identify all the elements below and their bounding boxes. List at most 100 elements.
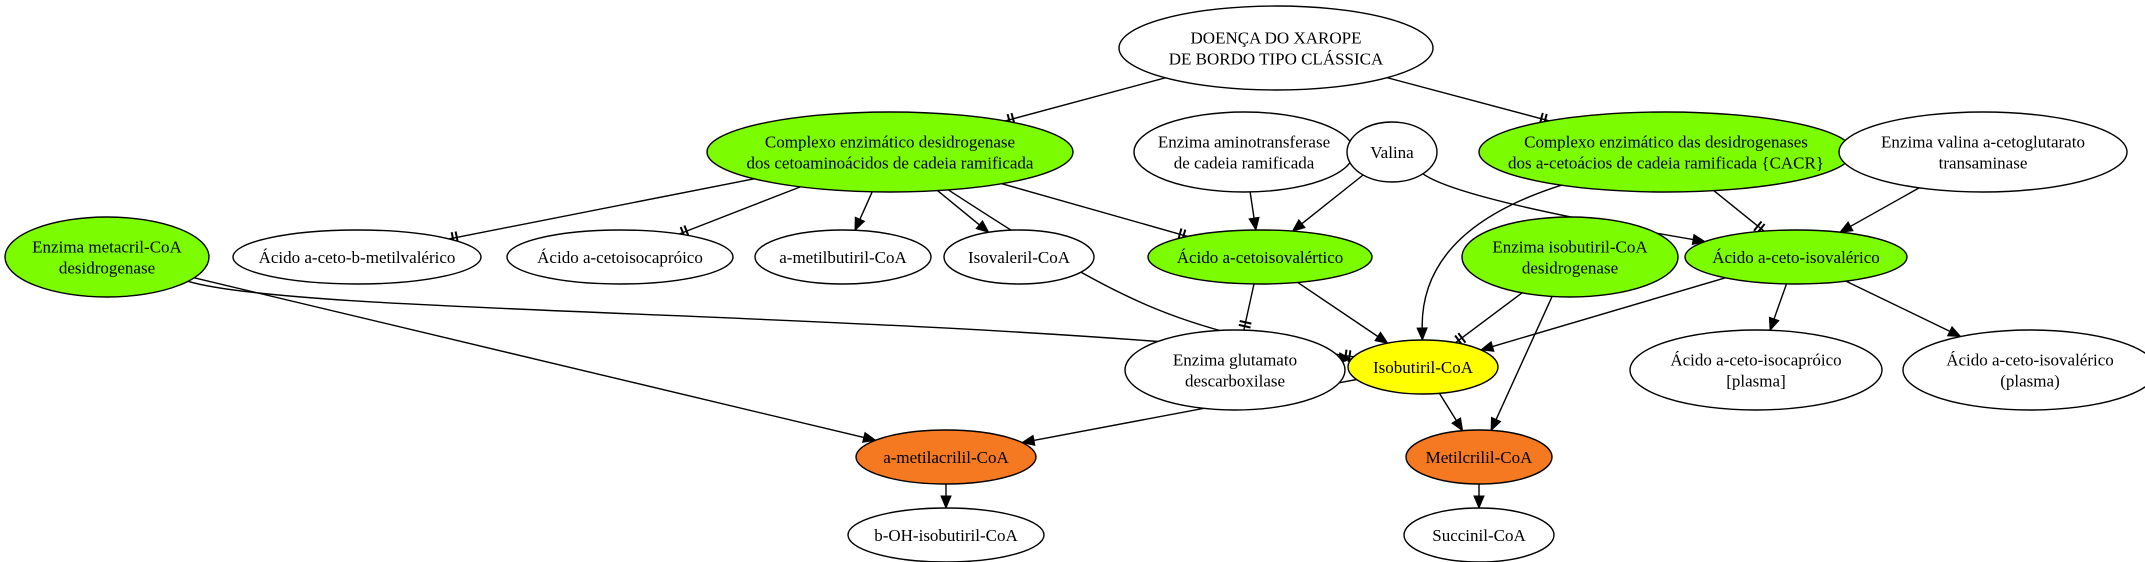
node-label: transaminase bbox=[1939, 154, 2028, 173]
edge-line bbox=[937, 190, 981, 226]
node-label: Complexo enzimático desidrogenase bbox=[765, 133, 1015, 152]
node-succinil: Succinil-CoA bbox=[1403, 507, 1555, 562]
node-label: Ácido a-ceto-isovalérico bbox=[1946, 351, 2114, 370]
edge-complexo_ceto-to-cetoisocaproico bbox=[678, 186, 801, 239]
edge-complexo_ceto-to-isovaleril bbox=[937, 190, 990, 234]
node-label: de cadeia ramificada bbox=[1174, 154, 1315, 173]
edge-line bbox=[194, 277, 865, 439]
node-label: Enzima aminotransferase bbox=[1158, 133, 1330, 152]
node-metilacrilil: a-metilacrilil-CoA bbox=[855, 429, 1037, 485]
node-label: Ácido a-ceto-isovalérico bbox=[1712, 248, 1880, 267]
tee-mark bbox=[1753, 220, 1763, 232]
edge-line bbox=[1455, 292, 1523, 344]
node-b_oh: b-OH-isobutiril-CoA bbox=[847, 507, 1045, 562]
arrowhead bbox=[862, 431, 877, 443]
edge-line bbox=[1438, 392, 1458, 422]
arrowhead bbox=[1374, 331, 1389, 344]
node-isovalerico_plasma: Ácido a-ceto-isovalérico (plasma) bbox=[1902, 329, 2145, 411]
edge-line bbox=[1491, 277, 1726, 348]
arrowhead bbox=[1291, 218, 1306, 233]
node-ceto_b_metilvalerico: Ácido a-ceto-b-metilvalérico bbox=[232, 229, 482, 285]
edge-line bbox=[1849, 187, 1920, 228]
node-glutamato: Enzima glutamato descarboxilase bbox=[1124, 329, 1346, 411]
node-label: dos cetoaminoácidos de cadeia ramificada bbox=[747, 154, 1034, 173]
edge-cetoisovalertico-to-glutamato bbox=[1238, 283, 1255, 331]
tee-mark bbox=[1457, 332, 1467, 344]
node-label: desidrogenase bbox=[59, 259, 155, 278]
edge-line bbox=[448, 178, 755, 240]
node-ellipse bbox=[1403, 507, 1555, 562]
node-label: Enzima metacril-CoA bbox=[32, 238, 182, 257]
edge-valina_transaminase-to-ceto_isovalerico bbox=[1838, 187, 1920, 233]
node-isobutiril: Isobutiril-CoA bbox=[1347, 339, 1499, 395]
node-isocaproico_plasma: Ácido a-ceto-isocapróico [plasma] bbox=[1629, 329, 1883, 411]
node-metilbutiril: a-metilbutiril-CoA bbox=[754, 229, 932, 285]
node-label: DOENÇA DO XAROPE bbox=[1191, 29, 1362, 48]
node-ellipse bbox=[4, 216, 210, 298]
node-label: Ácido a-ceto-isocapróico bbox=[1670, 351, 1841, 370]
node-isobutiril_desid: Enzima isobutiril-CoA desidrogenase bbox=[1461, 216, 1679, 298]
edge-doenca-to-cacr bbox=[1387, 77, 1550, 126]
edge-line bbox=[1005, 77, 1166, 122]
edge-complexo_ceto-to-metilbutiril bbox=[854, 191, 873, 232]
node-label: Succinil-CoA bbox=[1432, 526, 1526, 545]
nodes-layer: DOENÇA DO XAROPE DE BORDO TIPO CLÁSSICA Co… bbox=[4, 5, 2145, 562]
node-ellipse bbox=[1124, 329, 1346, 411]
node-ellipse bbox=[1118, 5, 1434, 91]
node-cetoisocaproico: Ácido a-cetoisocapróico bbox=[506, 229, 734, 285]
node-label: descarboxilase bbox=[1185, 372, 1285, 391]
edge-isobutiril-to-metilcrilil bbox=[1438, 392, 1464, 432]
edge-aminotransferase-to-cetoisovalertico bbox=[1248, 191, 1260, 232]
node-ellipse bbox=[855, 429, 1037, 485]
node-label: [plasma] bbox=[1726, 372, 1785, 391]
arrowhead bbox=[854, 216, 866, 232]
node-ellipse bbox=[1405, 429, 1553, 485]
node-ellipse bbox=[1347, 339, 1499, 395]
node-ellipse bbox=[232, 229, 482, 285]
edge-line bbox=[187, 280, 1341, 359]
node-label: Enzima isobutiril-CoA bbox=[1492, 238, 1648, 257]
edge-ceto_isovalerico-to-isovalerico_plasma bbox=[1845, 280, 1962, 338]
node-label: Enzima valina a-cetoglutarato bbox=[1881, 133, 2085, 152]
arrowhead bbox=[1838, 221, 1854, 233]
node-label: Complexo enzimático das desidrogenases bbox=[1524, 133, 1808, 152]
node-ellipse bbox=[706, 111, 1074, 193]
edge-ceto_isovalerico-to-isobutiril bbox=[1479, 277, 1726, 352]
node-valina: Valina bbox=[1346, 121, 1438, 183]
node-ellipse bbox=[1147, 229, 1373, 285]
edge-doenca-to-complexo_ceto bbox=[1005, 77, 1166, 126]
node-label: Ácido a-cetoisocapróico bbox=[537, 248, 703, 267]
arrowhead bbox=[1020, 434, 1036, 446]
node-metacril: Enzima metacril-CoA desidrogenase bbox=[4, 216, 210, 298]
node-label: Valina bbox=[1370, 143, 1414, 162]
edge-cacr-to-isobutiril bbox=[1416, 184, 1562, 342]
node-label: b-OH-isobutiril-CoA bbox=[874, 526, 1018, 545]
node-label: a-metilbutiril-CoA bbox=[779, 248, 907, 267]
tee-mark bbox=[1238, 323, 1251, 329]
node-cacr: Complexo enzimático das desidrogenasesdo… bbox=[1478, 111, 1854, 193]
node-complexo_ceto: Complexo enzimático desidrogenase dos cet… bbox=[706, 111, 1074, 193]
edge-line bbox=[1773, 283, 1788, 321]
edge-isobutiril_desid-to-metilcrilil bbox=[1490, 296, 1553, 432]
node-metilcrilil: Metilcrilil-CoA bbox=[1405, 429, 1553, 485]
tee-mark bbox=[1239, 320, 1252, 325]
node-ellipse bbox=[754, 229, 932, 285]
edge-line bbox=[678, 186, 801, 235]
edge-line bbox=[858, 191, 873, 221]
edge-isobutiril_desid-to-isobutiril bbox=[1454, 292, 1523, 346]
edge-ceto_isovalerico-to-isocaproico_plasma bbox=[1768, 283, 1788, 332]
node-ellipse bbox=[1838, 111, 2128, 193]
node-label: (plasma) bbox=[2000, 372, 2059, 391]
arrowhead bbox=[1473, 495, 1485, 510]
edge-line bbox=[1845, 280, 1952, 333]
node-ellipse bbox=[1478, 111, 1854, 193]
node-label: desidrogenase bbox=[1522, 259, 1618, 278]
node-ceto_isovalerico: Ácido a-ceto-isovalérico bbox=[1684, 229, 1908, 285]
node-doenca: DOENÇA DO XAROPE DE BORDO TIPO CLÁSSICA bbox=[1118, 5, 1434, 91]
arrowhead bbox=[940, 495, 952, 510]
node-label: Metilcrilil-CoA bbox=[1426, 448, 1533, 467]
node-ellipse bbox=[1684, 229, 1908, 285]
node-label: DE BORDO TIPO CLÁSSICA bbox=[1169, 50, 1384, 69]
edge-metacril-to-metilacrilil bbox=[194, 277, 877, 443]
node-label: Enzima glutamato bbox=[1173, 351, 1297, 370]
